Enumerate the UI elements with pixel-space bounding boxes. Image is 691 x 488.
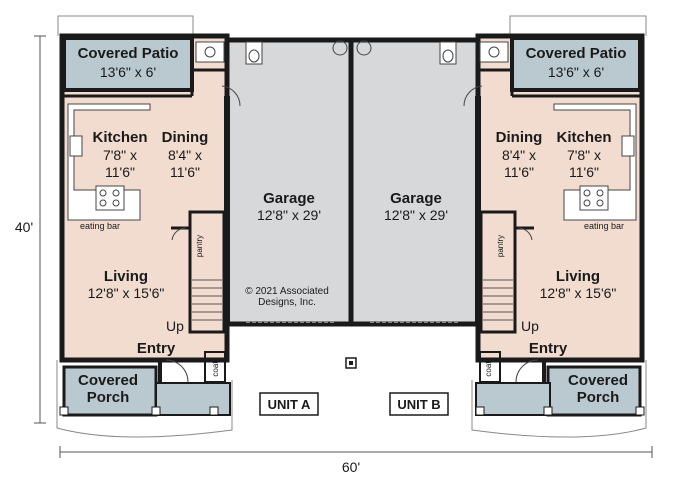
unit-a-living-name: Living [104,268,148,285]
unit-b-patio-name: Covered Patio [526,45,627,62]
unit-a-dining-size-1: 8'4" x [168,147,202,163]
unit-b-entry: Entry [529,340,568,357]
unit-a-kitchen-size-2: 11'6" [105,164,135,180]
unit-a [59,33,354,417]
unit-b-dining-name: Dining [496,129,543,146]
copyright-line-1: © 2021 Associated [245,286,329,297]
height-dimension-label: 40' [15,219,33,235]
unit-a-pantry: pantry [195,235,204,257]
unit-b-coats: coats [484,357,493,376]
unit-b-patio-size: 13'6" x 6' [548,64,604,80]
unit-a-dining-name: Dining [162,129,209,146]
unit-b-garage-size: 12'8" x 29' [384,207,448,223]
unit-b-garage [348,37,481,327]
unit-a-eating-bar: eating bar [80,221,120,231]
unit-b-garage-name: Garage [390,190,442,207]
unit-b-porch-line-1: Covered [568,372,628,389]
unit-b-eating-bar: eating bar [584,221,624,231]
unit-a-kitchen-size-1: 7'8" x [103,147,137,163]
unit-b-kitchen-name: Kitchen [556,129,611,146]
unit-b-porch [546,365,642,417]
unit-b-living-name: Living [556,268,600,285]
unit-a-label-box [259,392,319,416]
unit-b [348,33,645,417]
copyright-line-2: Designs, Inc. [258,297,316,308]
unit-a-porch [62,365,158,417]
unit-b-kitchen-size-1: 7'8" x [567,147,601,163]
height-dimension [34,35,46,424]
unit-a-coats: coats [211,357,220,376]
unit-b-label-box [389,392,449,416]
unit-a-entry: Entry [137,340,176,357]
unit-a-garage-size: 12'8" x 29' [257,207,321,223]
unit-a-dining-size-2: 11'6" [170,164,200,180]
unit-a-living-size: 12'8" x 15'6" [88,285,165,301]
unit-a-patio-size: 13'6" x 6' [100,64,156,80]
unit-b-label: UNIT B [397,397,440,412]
unit-b-living-size: 12'8" x 15'6" [540,285,617,301]
width-dimension-label: 60' [342,459,360,475]
unit-a-patio [62,36,194,92]
unit-a-porch-line-1: Covered [78,372,138,389]
unit-b-up: Up [521,318,539,334]
unit-b-kitchen-size-2: 11'6" [569,164,599,180]
unit-a-up: Up [166,318,184,334]
unit-b-pantry: pantry [496,235,505,257]
unit-b-dining-size-1: 8'4" x [502,147,536,163]
unit-a-patio-name: Covered Patio [78,45,179,62]
unit-a-garage [224,37,354,327]
width-dimension [59,446,653,458]
roof-overhang [56,15,647,438]
unit-a-garage-name: Garage [263,190,315,207]
unit-b-porch-line-2: Porch [577,389,620,406]
unit-a-porch-line-2: Porch [87,389,130,406]
unit-a-label: UNIT A [268,397,311,412]
unit-b-dining-size-2: 11'6" [504,164,534,180]
unit-b-patio [510,36,642,92]
unit-a-kitchen-name: Kitchen [92,129,147,146]
